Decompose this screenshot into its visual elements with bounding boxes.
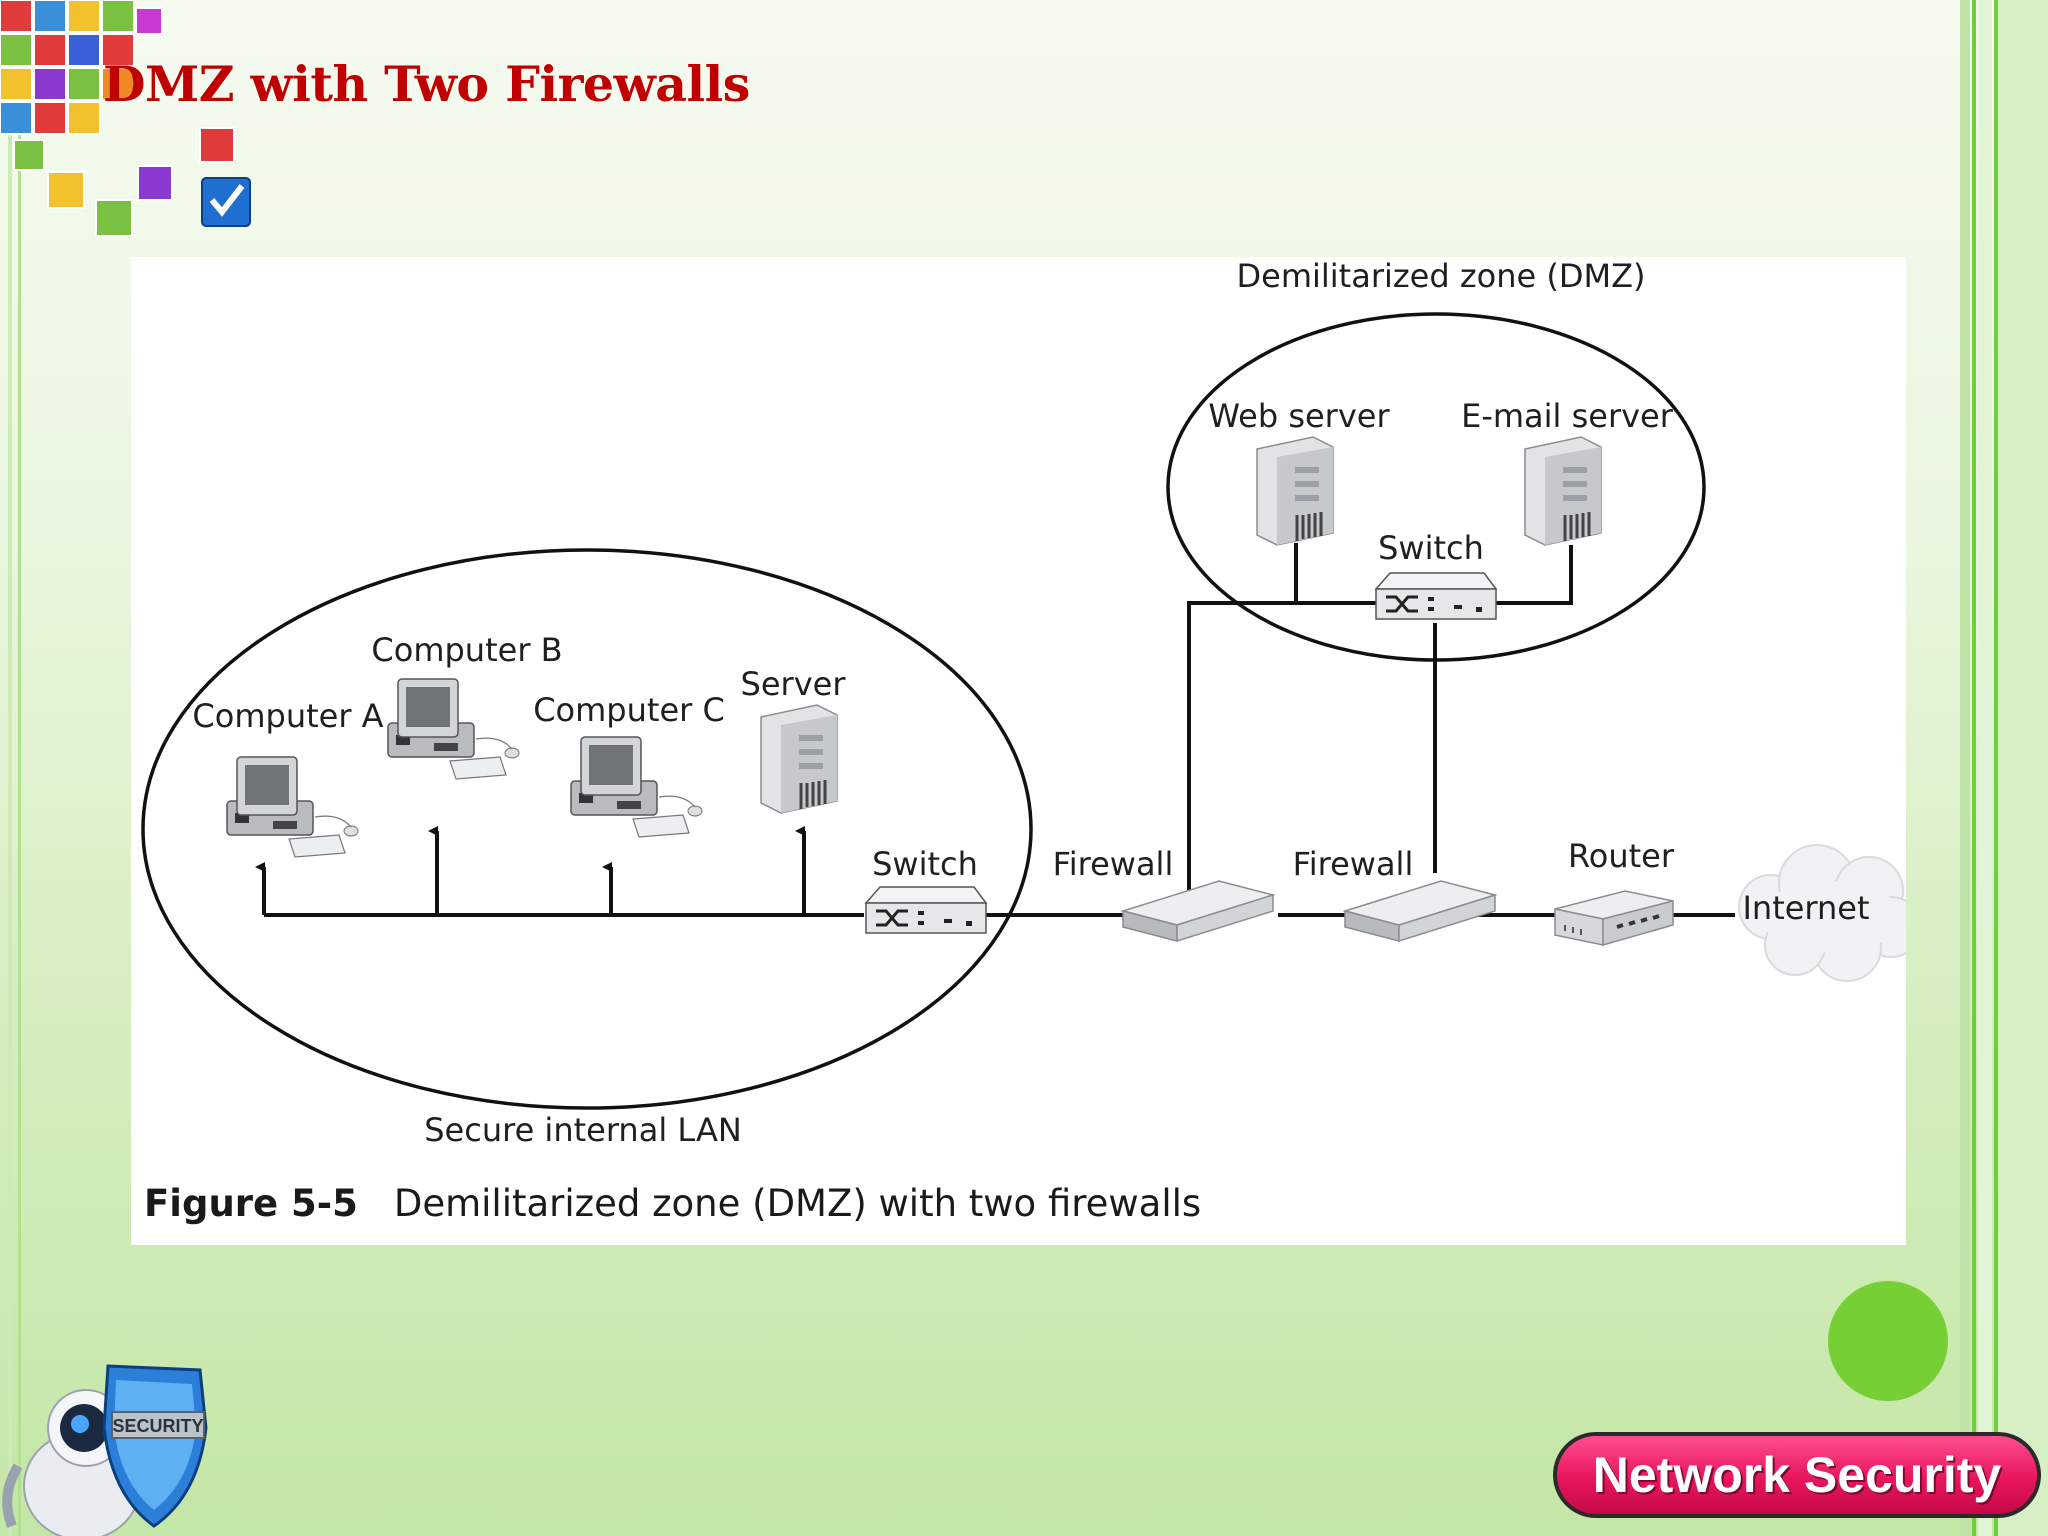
outer-firewall-icon [1344, 880, 1496, 942]
computer-a-label: Computer A [192, 697, 383, 735]
decor-stripe [18, 0, 21, 1536]
svg-text:SECURITY: SECURITY [112, 1416, 203, 1436]
web-server-label: Web server [1208, 397, 1390, 435]
dmz-zone-label: Demilitarized zone (DMZ) [1237, 257, 1646, 295]
accent-dot [1828, 1281, 1948, 1401]
computer-b-label: Computer B [371, 631, 562, 669]
internet-cloud-icon [1738, 844, 1906, 982]
decor-stripe [1978, 0, 1992, 1536]
figure-number: Figure 5-5 [144, 1182, 358, 1225]
figure-panel: Demilitarized zone (DMZ) Web server E-ma… [131, 257, 1906, 1245]
computer-c-label: Computer C [533, 691, 725, 729]
lan-zone-boundary [141, 548, 1033, 1110]
slide-title: DMZ with Two Firewalls [103, 55, 750, 113]
lan-switch-icon [864, 885, 988, 935]
decor-stripe [8, 0, 12, 1536]
inner-firewall-icon [1122, 880, 1274, 942]
network-diagram: Demilitarized zone (DMZ) Web server E-ma… [141, 257, 1906, 1149]
web-server-icon [1255, 435, 1335, 547]
decor-stripe [1972, 0, 1976, 1536]
inner-firewall-label: Firewall [1053, 845, 1174, 883]
lan-zone-label: Secure internal LAN [424, 1111, 742, 1149]
decor-stripe [1998, 0, 2048, 1536]
computer-c-icon [570, 736, 703, 838]
network-security-badge: Network Security [1553, 1432, 2041, 1518]
security-robot-icon: SECURITY [2, 1364, 208, 1536]
router-icon [1554, 890, 1674, 946]
dmz-switch-icon [1374, 571, 1498, 621]
lan-server-label: Server [741, 665, 847, 703]
lan-switch-label: Switch [872, 845, 978, 883]
dmz-switch-label: Switch [1378, 529, 1484, 567]
internet-label: Internet [1742, 889, 1869, 927]
color-cubes-logo [0, 0, 251, 237]
figure-caption-text: Demilitarized zone (DMZ) with two firewa… [393, 1182, 1202, 1225]
computer-b-icon [387, 678, 520, 780]
email-server-icon [1523, 435, 1603, 547]
lan-server-icon [759, 703, 839, 815]
figure-caption: Figure 5-5 Demilitarized zone (DMZ) with … [144, 1182, 1201, 1225]
email-server-label: E-mail server [1461, 397, 1674, 435]
router-label: Router [1568, 837, 1675, 875]
decor-stripe [1994, 0, 1998, 1536]
outer-firewall-label: Firewall [1293, 845, 1414, 883]
computer-a-icon [226, 756, 359, 858]
decor-stripe [1960, 0, 1970, 1536]
